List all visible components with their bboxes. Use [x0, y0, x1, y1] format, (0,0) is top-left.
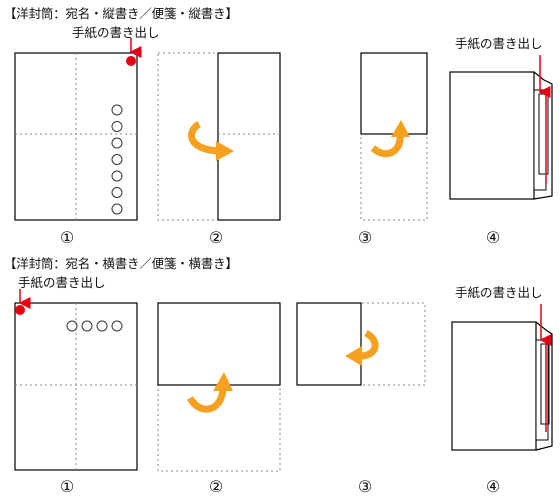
- section1-start-pointer: [126, 38, 142, 66]
- section2-step-2-label: ②: [208, 477, 224, 496]
- section1-title: 【洋封筒：宛名・縦書き／便箋・縦書き】: [4, 6, 238, 21]
- fold-arrow-icon: [186, 387, 227, 413]
- text-placeholder-circle: [111, 187, 123, 198]
- section2-step-1-label: ①: [59, 477, 75, 496]
- start-dot-icon: [15, 305, 25, 315]
- text-placeholder-circle: [111, 121, 123, 132]
- section1-step1-letter: [14, 52, 138, 221]
- section2-step3-fold: [296, 302, 426, 386]
- section1-step3-fold: [360, 52, 428, 221]
- section1-step-3-label: ③: [357, 228, 373, 247]
- fold-arrow-icon: [370, 133, 404, 158]
- section2-step4-envelope: [451, 304, 553, 451]
- text-placeholder-circle: [111, 154, 123, 165]
- text-placeholder-circle: [111, 104, 123, 116]
- section2-envelope-note: 手紙の書き出し: [455, 285, 543, 300]
- section1-step-1-label: ①: [59, 228, 75, 247]
- text-placeholder-circle: [96, 320, 108, 332]
- fold-arrow-icon: [188, 121, 221, 155]
- section2-step-3-label: ③: [357, 477, 373, 496]
- text-placeholder-circle: [81, 320, 93, 332]
- text-placeholder-circle: [66, 320, 78, 332]
- section2-title: 【洋封筒：宛名・横書き／便箋・横書き】: [4, 256, 238, 271]
- section2-start-note: 手紙の書き出し: [18, 275, 106, 290]
- text-placeholder-circle: [111, 320, 123, 332]
- text-placeholder-circle: [111, 170, 123, 182]
- section1-step4-envelope: [449, 55, 553, 200]
- section2-start-pointer: [15, 289, 31, 315]
- section2-step2-fold: [157, 302, 281, 472]
- section1-step-4-label: ④: [485, 228, 501, 247]
- section2-text-circles: [66, 320, 123, 332]
- section2-step1-letter: [14, 302, 138, 471]
- section1-step2-fold: [157, 52, 281, 221]
- text-placeholder-circle: [111, 137, 123, 149]
- section1-start-note: 手紙の書き出し: [72, 25, 160, 40]
- section2-step-4-label: ④: [485, 477, 501, 496]
- section1-text-circles: [111, 104, 123, 215]
- section1-step-2-label: ②: [208, 228, 224, 247]
- text-placeholder-circle: [111, 203, 123, 215]
- start-dot-icon: [126, 56, 136, 66]
- section1-envelope-note: 手紙の書き出し: [455, 36, 543, 51]
